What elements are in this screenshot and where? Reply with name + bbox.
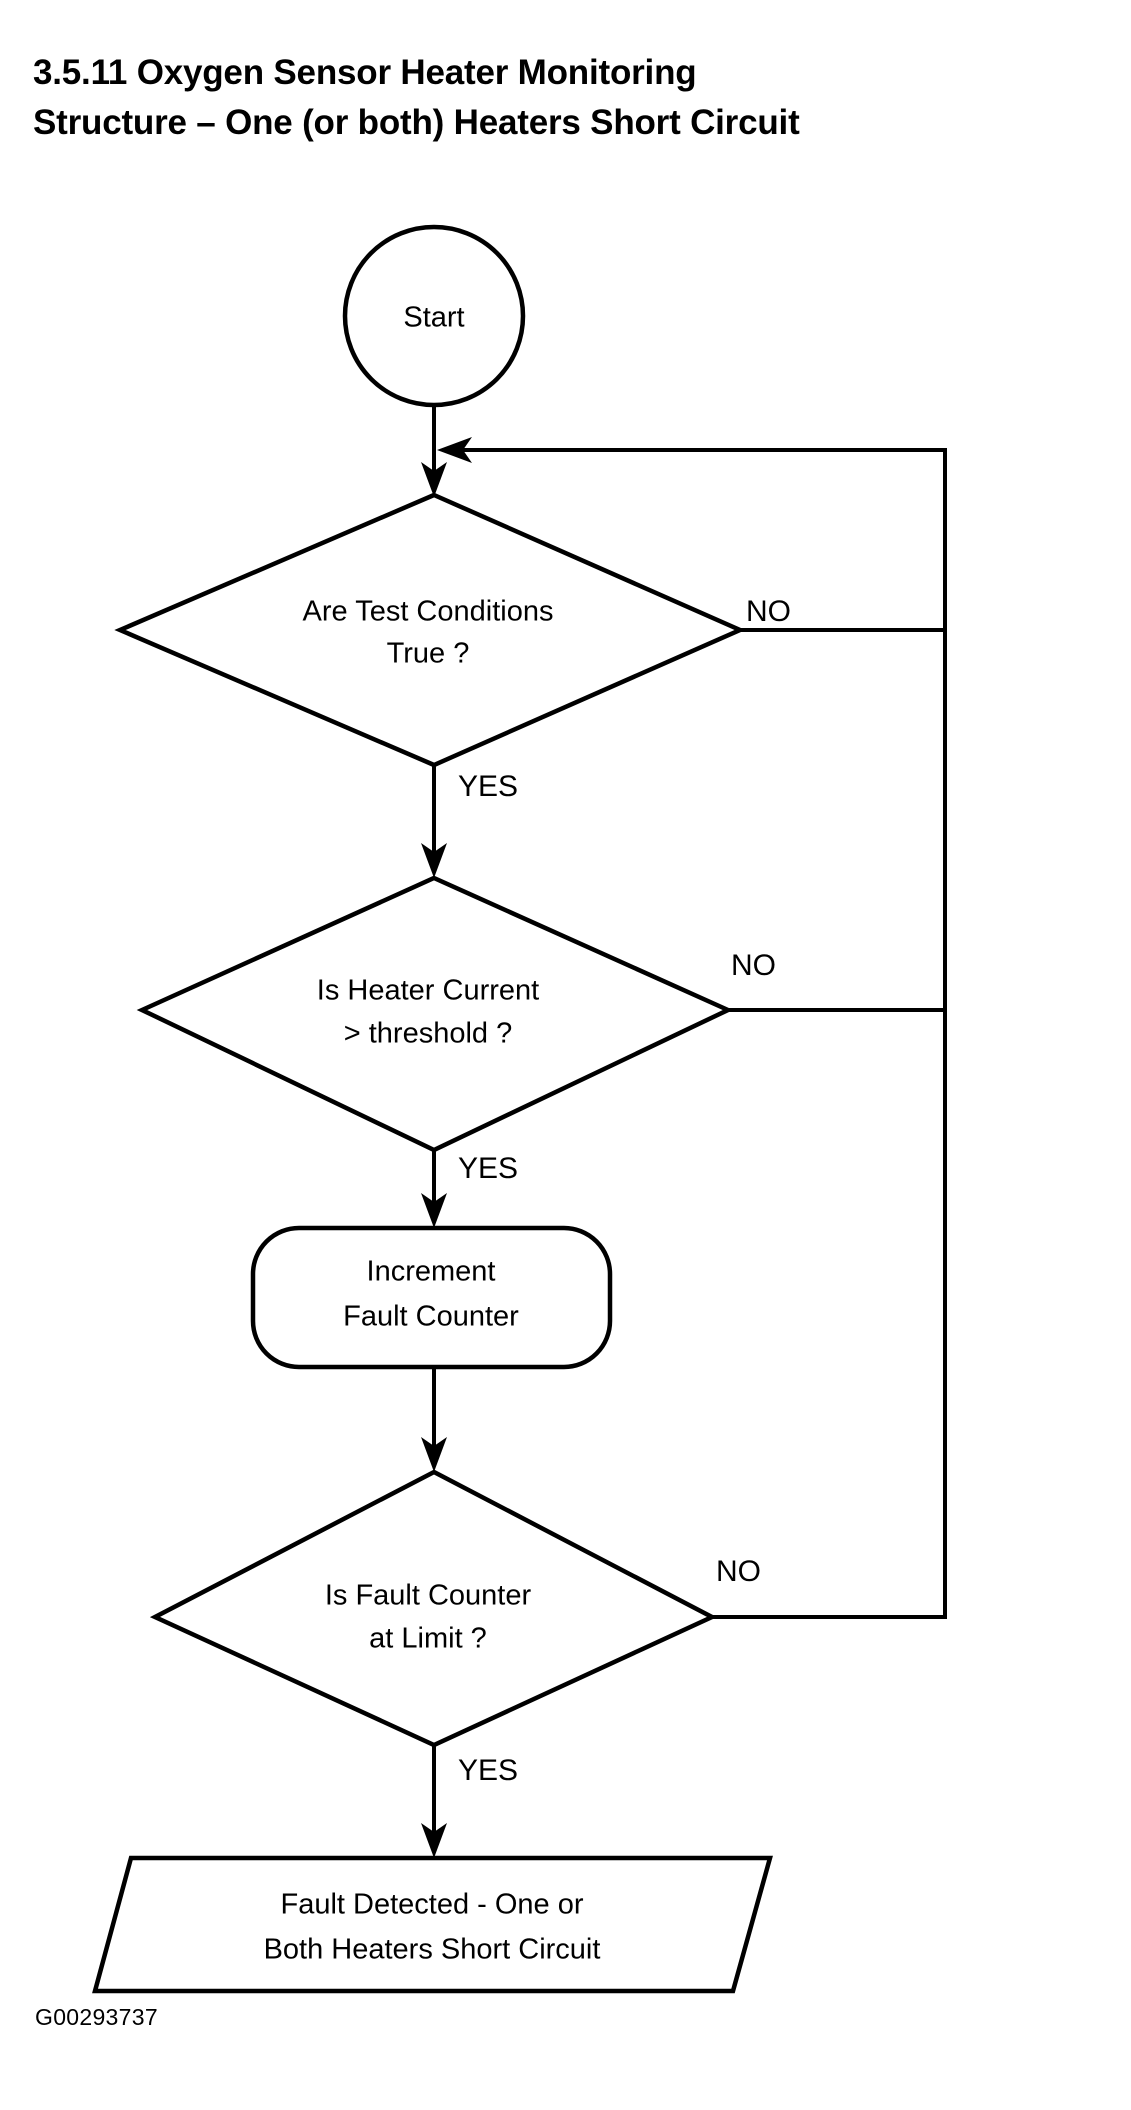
- node-counter-at-limit[interactable]: Is Fault Counter at Limit ?: [149, 1469, 718, 1748]
- node-start[interactable]: Start: [342, 224, 526, 408]
- node-test-conditions-label-line-1: Are Test Conditions: [303, 596, 554, 628]
- edge-test-conditions-yes: [421, 765, 447, 878]
- edge-heater-current-yes: [421, 1150, 447, 1228]
- branch-label-test-conditions-yes: YES: [458, 770, 518, 803]
- node-heater-current-label-line-2: > threshold ?: [344, 1018, 512, 1050]
- branch-label-heater-current-no: NO: [731, 949, 776, 982]
- node-heater-current-label-line-1: Is Heater Current: [317, 975, 539, 1007]
- node-test-conditions-label-line-2: True ?: [387, 638, 470, 670]
- branch-label-heater-current-yes: YES: [458, 1152, 518, 1185]
- page-title-line-2: Structure – One (or both) Heaters Short …: [33, 103, 800, 142]
- page-title-line-1: 3.5.11 Oxygen Sensor Heater Monitoring: [33, 53, 697, 92]
- node-test-conditions[interactable]: Are Test Conditions True ?: [114, 492, 746, 768]
- branch-label-counter-limit-no: NO: [716, 1555, 761, 1588]
- branch-label-test-conditions-no: NO: [746, 595, 791, 628]
- node-increment-fault-counter[interactable]: Increment Fault Counter: [250, 1225, 613, 1370]
- node-increment-label-line-1: Increment: [367, 1256, 496, 1288]
- page-title: 3.5.11 Oxygen Sensor Heater Monitoring S…: [33, 48, 1103, 148]
- edge-start-to-test-conditions: [421, 405, 447, 497]
- node-fault-detected-label-line-2: Both Heaters Short Circuit: [264, 1934, 601, 1966]
- node-start-label: Start: [403, 302, 464, 334]
- node-fault-detected[interactable]: Fault Detected - One or Both Heaters Sho…: [92, 1855, 773, 1994]
- node-heater-current[interactable]: Is Heater Current > threshold ?: [136, 875, 734, 1153]
- edge-increment-to-limit: [421, 1366, 447, 1472]
- node-counter-limit-label-line-1: Is Fault Counter: [325, 1580, 532, 1612]
- figure-code: G00293737: [35, 2004, 158, 2030]
- node-counter-limit-label-line-2: at Limit ?: [369, 1623, 487, 1655]
- node-fault-detected-label-line-1: Fault Detected - One or: [280, 1889, 583, 1921]
- node-increment-label-line-2: Fault Counter: [343, 1301, 519, 1333]
- edge-feedback-return: [437, 437, 947, 1619]
- branch-label-counter-limit-yes: YES: [458, 1754, 518, 1787]
- edge-counter-limit-yes: [421, 1745, 447, 1858]
